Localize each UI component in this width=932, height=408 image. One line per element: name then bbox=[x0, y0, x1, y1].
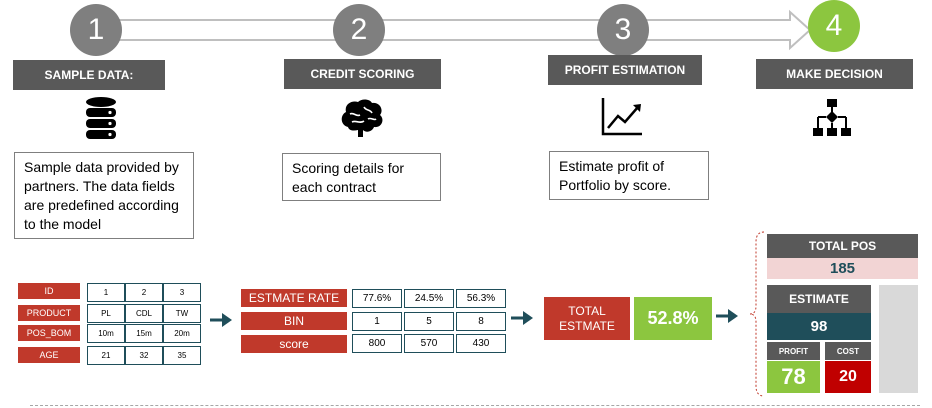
step-3-description: Estimate profit of Portfolio by score. bbox=[549, 151, 709, 200]
cost-header: COST bbox=[825, 342, 871, 360]
score-cell: 77.6% bbox=[352, 289, 402, 308]
brain-icon bbox=[341, 99, 383, 137]
estimate-header: ESTIMATE bbox=[767, 285, 871, 313]
step-3-title: PROFIT ESTIMATION bbox=[548, 55, 702, 85]
profit-value: 78 bbox=[767, 361, 820, 393]
arrow-right-icon bbox=[716, 309, 738, 323]
arrow-right-icon bbox=[210, 313, 232, 327]
input-label-product: PRODUCT bbox=[18, 305, 80, 321]
step-2-circle: 2 bbox=[333, 4, 385, 56]
score-cell: 1 bbox=[352, 312, 402, 331]
total-estimate-value: 52.8% bbox=[634, 297, 712, 340]
arrow-right-icon bbox=[511, 311, 533, 325]
score-cell: 56.3% bbox=[456, 289, 506, 308]
step-1-circle: 1 bbox=[70, 4, 122, 56]
step-4-title: MAKE DECISION bbox=[756, 59, 913, 89]
score-cell: 570 bbox=[404, 334, 454, 353]
input-cell: 10m bbox=[87, 324, 125, 343]
step-3-circle: 3 bbox=[597, 4, 649, 56]
flowchart-icon bbox=[813, 99, 851, 136]
total-estimate-label: TOTAL ESTMATE bbox=[544, 297, 630, 340]
total-pos-header: TOTAL POS bbox=[767, 234, 918, 258]
input-label-age: AGE bbox=[18, 347, 80, 363]
score-cell: 8 bbox=[456, 312, 506, 331]
database-icon bbox=[86, 97, 116, 139]
input-cell: 15m bbox=[125, 324, 163, 343]
score-cell: 24.5% bbox=[404, 289, 454, 308]
input-cell: 20m bbox=[163, 324, 201, 343]
step-1-title: SAMPLE DATA: bbox=[13, 60, 165, 90]
score-cell: 430 bbox=[456, 334, 506, 353]
score-label-bin: BIN bbox=[241, 312, 347, 330]
input-cell: TW bbox=[163, 304, 201, 323]
step-2-title: CREDIT SCORING bbox=[284, 59, 441, 89]
side-gray-bar bbox=[879, 285, 918, 393]
bottom-divider bbox=[30, 405, 920, 406]
input-cell: 21 bbox=[87, 346, 125, 365]
input-cell: 1 bbox=[87, 283, 125, 302]
estimate-value: 98 bbox=[767, 313, 871, 340]
input-cell: 35 bbox=[163, 346, 201, 365]
input-cell: 3 bbox=[163, 283, 201, 302]
score-cell: 5 bbox=[404, 312, 454, 331]
input-cell: 2 bbox=[125, 283, 163, 302]
input-cell: 32 bbox=[125, 346, 163, 365]
line-chart-icon bbox=[601, 98, 642, 136]
decision-bracket bbox=[749, 231, 765, 397]
input-label-pos-bom: POS_BOM bbox=[18, 325, 80, 341]
progress-arrow bbox=[95, 9, 812, 51]
total-pos-value: 185 bbox=[767, 258, 918, 279]
cost-value: 20 bbox=[825, 361, 871, 393]
score-cell: 800 bbox=[352, 334, 402, 353]
step-2-description: Scoring details for each contract bbox=[282, 153, 441, 201]
score-label-score: score bbox=[241, 335, 347, 353]
input-cell: PL bbox=[87, 304, 125, 323]
score-label-estimate-rate: ESTMATE RATE bbox=[241, 289, 347, 307]
input-label-id: ID bbox=[18, 283, 80, 299]
profit-header: PROFIT bbox=[767, 342, 820, 360]
step-4-circle: 4 bbox=[808, 0, 860, 52]
input-cell: CDL bbox=[125, 304, 163, 323]
step-1-description: Sample data provided by partners. The da… bbox=[14, 152, 194, 239]
